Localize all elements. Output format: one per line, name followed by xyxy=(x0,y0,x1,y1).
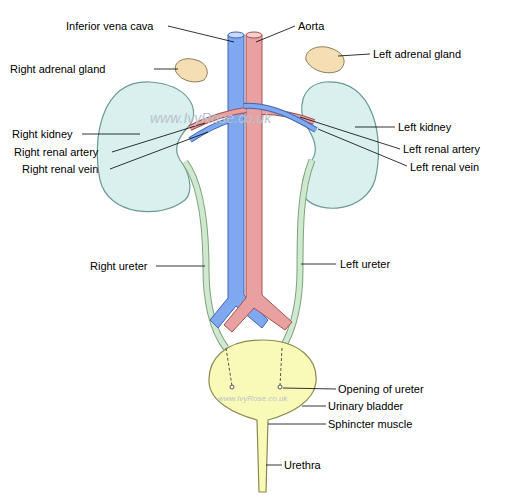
organ-label: Right adrenal gland xyxy=(10,63,105,75)
vessel-label: Aorta xyxy=(298,20,324,32)
vessel-label: Inferior vena cava xyxy=(66,20,153,32)
leader-line xyxy=(338,54,370,56)
leader-line xyxy=(318,129,407,166)
leader-lines xyxy=(82,26,407,465)
vessel-label: Left renal vein xyxy=(410,161,479,173)
leader-line xyxy=(302,406,326,407)
watermark: www.IvyRose.co.uk xyxy=(218,393,287,405)
organ-label: Left ureter xyxy=(340,258,390,270)
vessel-label: Right renal artery xyxy=(14,146,98,158)
leader-line xyxy=(266,465,282,466)
organ-label: Urethra xyxy=(284,459,321,471)
vessel-opening xyxy=(246,32,262,38)
organ-label: Opening of ureter xyxy=(338,383,424,395)
leader-line xyxy=(256,26,295,42)
leader-line xyxy=(110,132,208,169)
leader-line xyxy=(154,69,178,70)
right-kidney xyxy=(97,82,193,212)
leader-line xyxy=(300,117,400,149)
vessel-opening xyxy=(228,32,244,38)
leader-line xyxy=(355,127,395,128)
organ-label: Left adrenal gland xyxy=(373,48,461,60)
vessel-label: Right renal vein xyxy=(22,163,98,175)
aorta xyxy=(224,35,292,332)
left-adrenal-gland xyxy=(306,47,344,73)
ureter-in-bladder xyxy=(280,348,282,386)
leader-line xyxy=(156,266,205,267)
watermark: www.IvyRose.co.uk xyxy=(150,112,271,124)
leader-line xyxy=(283,388,336,389)
organ-label: Urinary bladder xyxy=(328,400,403,412)
left-kidney xyxy=(302,82,379,208)
leader-line xyxy=(112,123,205,152)
leader-line xyxy=(268,424,326,425)
vessel-label: Left renal artery xyxy=(403,143,480,155)
organ-label: Right kidney xyxy=(12,128,73,140)
leader-line xyxy=(82,134,140,135)
ureter-opening xyxy=(278,385,282,389)
leader-line xyxy=(301,264,336,265)
right-adrenal-gland xyxy=(175,59,207,82)
leader-line xyxy=(168,26,234,42)
organ-label: Left kidney xyxy=(398,121,451,133)
organ-label: Right ureter xyxy=(90,260,147,272)
organ-label: Sphincter muscle xyxy=(328,418,412,430)
ureter-in-bladder xyxy=(226,348,232,386)
ureter-opening xyxy=(230,385,234,389)
